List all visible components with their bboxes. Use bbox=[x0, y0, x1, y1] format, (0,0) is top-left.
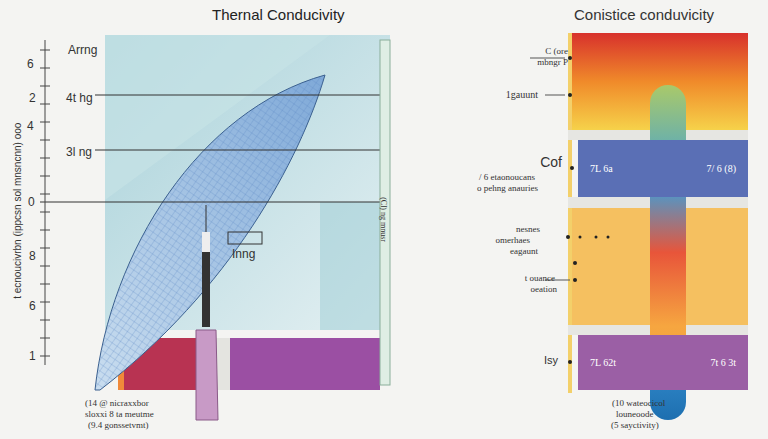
diagram-title: Thernal Conducivity bbox=[212, 6, 345, 23]
axis-label: 4t hg bbox=[66, 92, 93, 106]
callout-label: Cof bbox=[540, 154, 562, 170]
axis-number: 6 bbox=[27, 58, 34, 72]
caption-line: (10 wateocicol bbox=[612, 398, 665, 408]
color-band: 7L 62t 7t 6 3t bbox=[578, 335, 748, 390]
caption-line: sloxxi 8 ta meutme bbox=[85, 409, 154, 419]
axis-number: 8 bbox=[29, 250, 36, 264]
callout-label: nesnes bbox=[516, 224, 540, 234]
callout-label: C (ore bbox=[545, 46, 568, 56]
band-value: 7t 6 3t bbox=[710, 357, 736, 368]
caption-line: (14 @ nicraxxbor bbox=[85, 398, 149, 408]
callout-label: mbngr P bbox=[537, 57, 568, 67]
band-value: 7L 6a bbox=[590, 163, 613, 174]
axis-number: 6 bbox=[29, 300, 36, 314]
caption-line: louneoode bbox=[616, 409, 654, 419]
callout-label: / 6 etaonoucans bbox=[479, 172, 535, 182]
axis-number: 1 bbox=[29, 350, 36, 364]
axis-number: 4 bbox=[27, 120, 34, 134]
axis-number: 2 bbox=[29, 92, 36, 106]
panel-title: Conistice conduvicity bbox=[574, 6, 714, 23]
band-value: 7L 62t bbox=[590, 357, 616, 368]
band-value: 7/ 6 (8) bbox=[707, 163, 736, 174]
axis-label: Arrng bbox=[68, 44, 97, 58]
callout-label: Isy bbox=[544, 354, 558, 367]
axis-label: 3l ng bbox=[66, 146, 92, 160]
callout-label: oeation bbox=[531, 284, 558, 294]
callout-label: omerhaes bbox=[496, 235, 530, 245]
caption-line: (5 sayctivity) bbox=[611, 420, 659, 430]
tube-label: (Cl) ng mnusr bbox=[379, 197, 388, 242]
callout-label: t ouance bbox=[525, 273, 555, 283]
axis-title: t ecnoucivrbn (ippcsn sol mnsncnn) ooo bbox=[12, 123, 24, 299]
callout-label: o pehng anauries bbox=[477, 183, 538, 193]
callout-label: 1gauunt bbox=[506, 89, 538, 101]
caption-line: (9.4 gonssetvmt) bbox=[88, 420, 149, 430]
probe-label: Inng bbox=[232, 248, 255, 262]
callout-label: eagaunt bbox=[510, 246, 538, 256]
axis-number: 0 bbox=[28, 196, 35, 210]
color-band: 7L 6a 7/ 6 (8) bbox=[578, 140, 748, 197]
